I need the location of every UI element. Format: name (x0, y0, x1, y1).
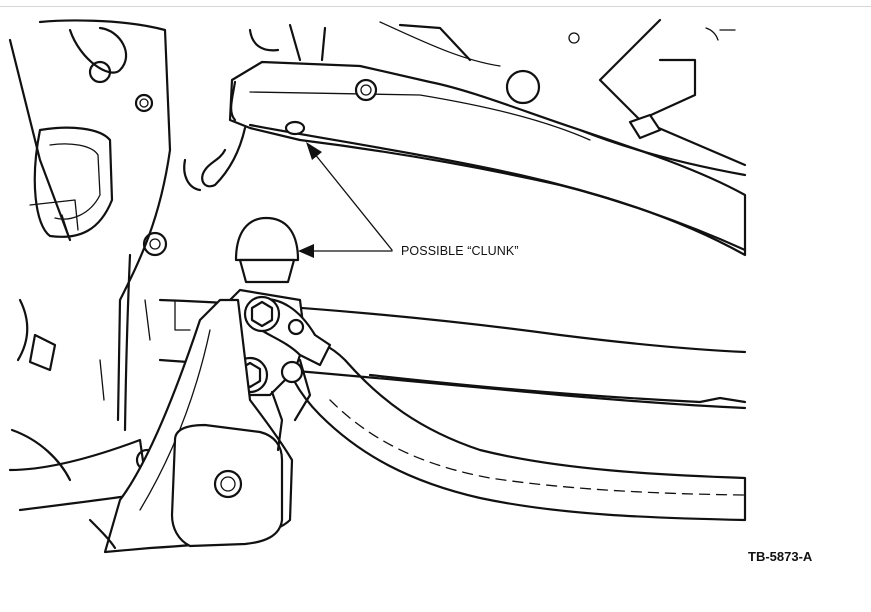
arrowhead-lower (298, 244, 314, 258)
arrowhead-upper (306, 142, 322, 160)
upper-hinge-strap (228, 18, 747, 257)
callout-label: POSSIBLE “CLUNK” (401, 244, 519, 258)
callout-leaders (298, 142, 393, 258)
figure-id: TB-5873-A (748, 549, 813, 564)
top-divider (0, 6, 871, 7)
pillar-cutout (183, 80, 247, 192)
lower-hinge-bracket (88, 216, 747, 554)
body-frame-left (8, 19, 172, 512)
